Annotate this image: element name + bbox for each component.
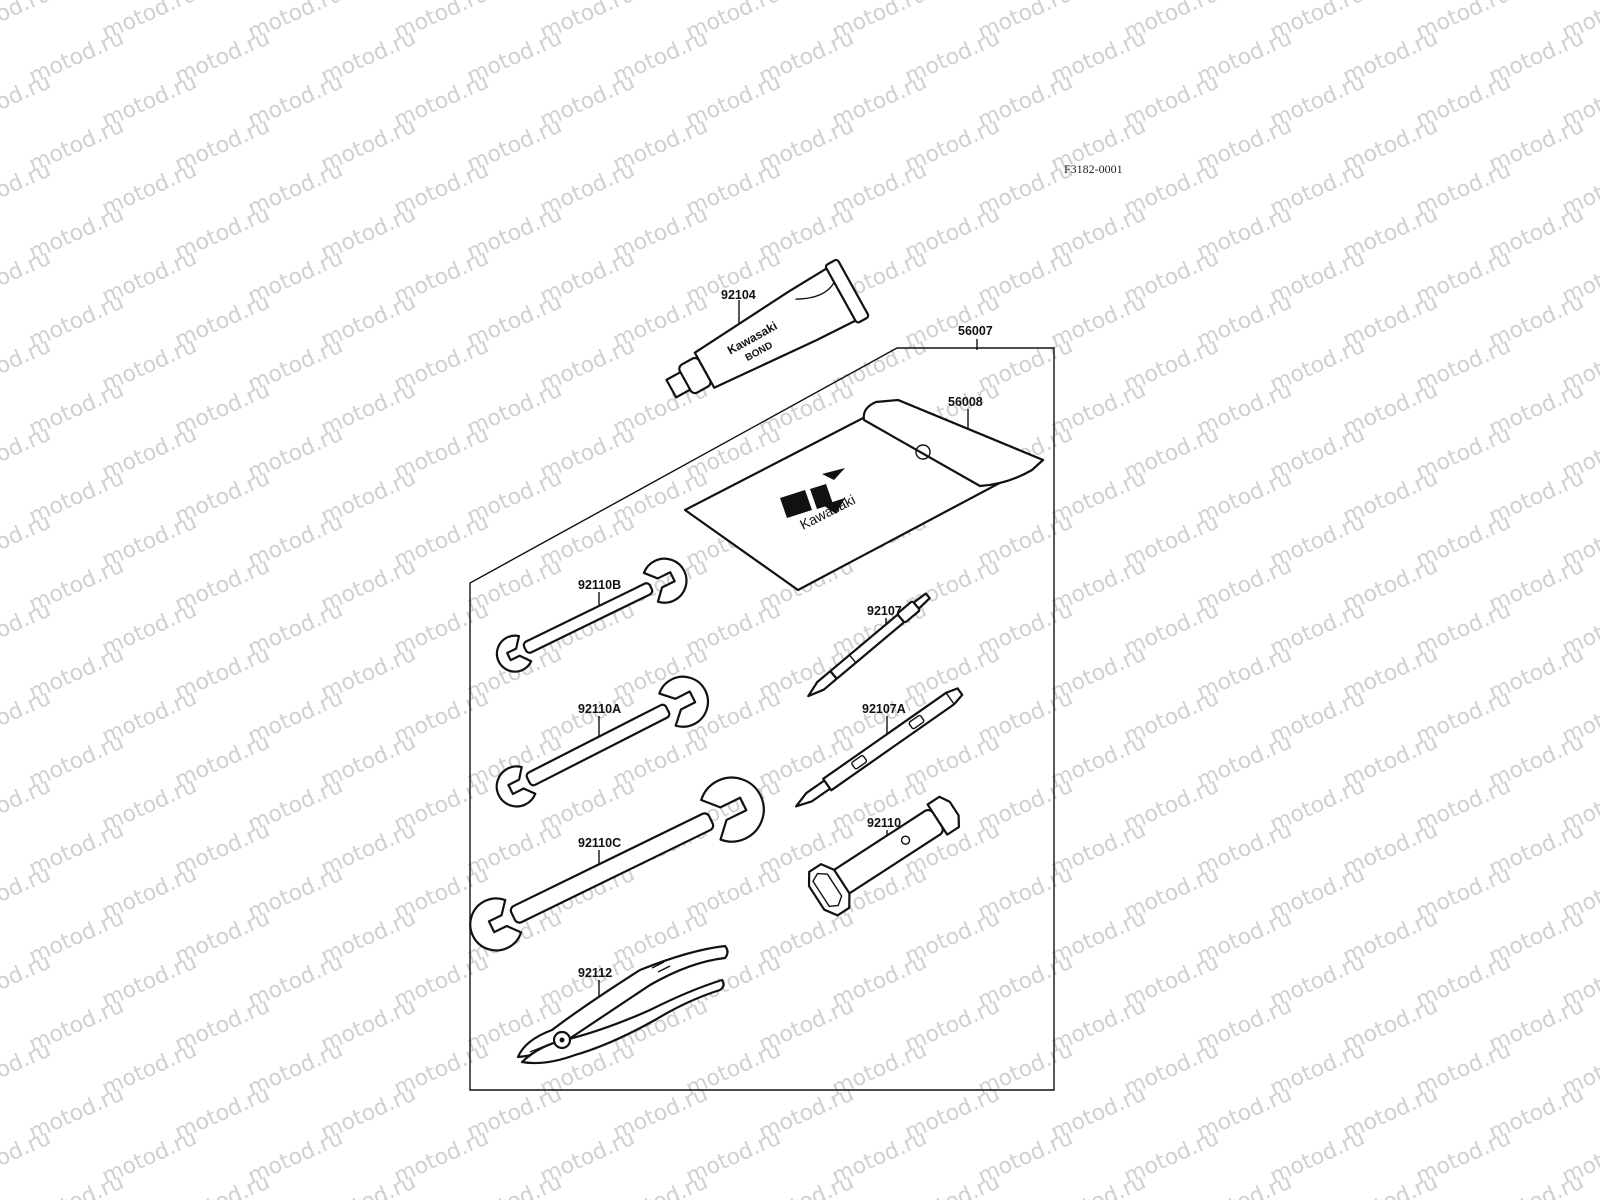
watermark-text: motod.ru (755, 1170, 857, 1200)
plug-socket-92110-icon (807, 795, 961, 917)
watermark-text: motod.ru (0, 422, 55, 486)
kawasaki-logo-icon (780, 468, 845, 518)
watermark-text: motod.ru (463, 1170, 565, 1200)
pliers-92112-icon (516, 944, 729, 1065)
watermark-text: motod.ru (0, 598, 55, 662)
screwdriver-handle-92107A-icon (794, 687, 964, 808)
wrench-92110C-icon (469, 776, 765, 952)
watermark-text: motod.ru (1193, 1170, 1295, 1200)
watermark-text: motod.ru (0, 70, 55, 134)
part-label-92112: 92112 (578, 966, 612, 980)
watermark-text: motod.ru (901, 1170, 1003, 1200)
watermark-text: motod.ru (0, 1126, 55, 1190)
part-label-92110: 92110 (867, 816, 901, 830)
part-label-56008: 56008 (948, 395, 983, 409)
watermark-text: motod.ru (0, 862, 55, 926)
watermark-text: motod.ru (317, 1170, 419, 1200)
watermark-text: motod.ru (1485, 1170, 1587, 1200)
watermark-text: motod.ru (0, 510, 55, 574)
part-label-92110B: 92110B (578, 578, 621, 592)
watermark-text: motod.ru (1339, 1170, 1441, 1200)
tool-pouch-icon: Kawasaki (683, 398, 1045, 592)
watermark-text: motod.ru (0, 950, 55, 1014)
watermark-text: motod.ru (1047, 1170, 1149, 1200)
watermark-text: motod.ru (0, 686, 55, 750)
bond-tube-icon: Kawasaki BOND (665, 258, 870, 399)
part-label-92110C: 92110C (578, 836, 621, 850)
watermark-text: motod.ru (171, 1170, 273, 1200)
watermark-text: motod.ru (0, 334, 55, 398)
watermark-text: motod.ru (0, 0, 55, 45)
wrench-92110A-icon (495, 675, 709, 808)
part-label-56007: 56007 (958, 324, 993, 338)
watermark-text: motod.ru (0, 246, 55, 310)
part-label-92104: 92104 (721, 288, 756, 302)
watermark-text: motod.ru (0, 1038, 55, 1102)
part-label-92107: 92107 (867, 604, 902, 618)
watermark-text: motod.ru (0, 158, 55, 222)
watermark-text: motod.ru (25, 1170, 127, 1200)
watermark-text: motod.ru (609, 1170, 711, 1200)
wrench-92110B-icon (495, 557, 688, 673)
screwdriver-bit-92107-icon (807, 592, 931, 698)
kit-outline (469, 347, 1055, 1091)
part-label-92110A: 92110A (578, 702, 621, 716)
drawing-reference: F3182-0001 (1064, 162, 1123, 176)
watermark-text: motod.ru (0, 774, 55, 838)
part-label-92107A: 92107A (862, 702, 906, 716)
